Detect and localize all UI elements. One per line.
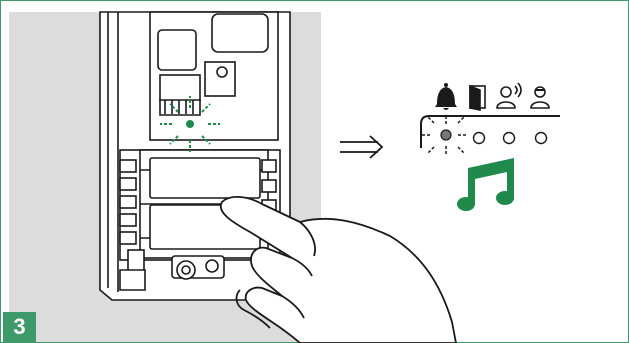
speaking-person-icon xyxy=(497,83,521,108)
status-led-3 xyxy=(504,133,515,144)
status-led-1 xyxy=(441,130,451,140)
status-led-2 xyxy=(474,133,485,144)
double-right-arrow-icon xyxy=(340,136,382,158)
bell-icon xyxy=(435,83,457,110)
panel-led xyxy=(186,120,194,128)
music-note-icon xyxy=(457,158,514,211)
step-number-badge: 3 xyxy=(3,312,36,342)
door-icon xyxy=(470,86,485,110)
status-led-4 xyxy=(536,133,547,144)
person-icon xyxy=(531,87,549,108)
